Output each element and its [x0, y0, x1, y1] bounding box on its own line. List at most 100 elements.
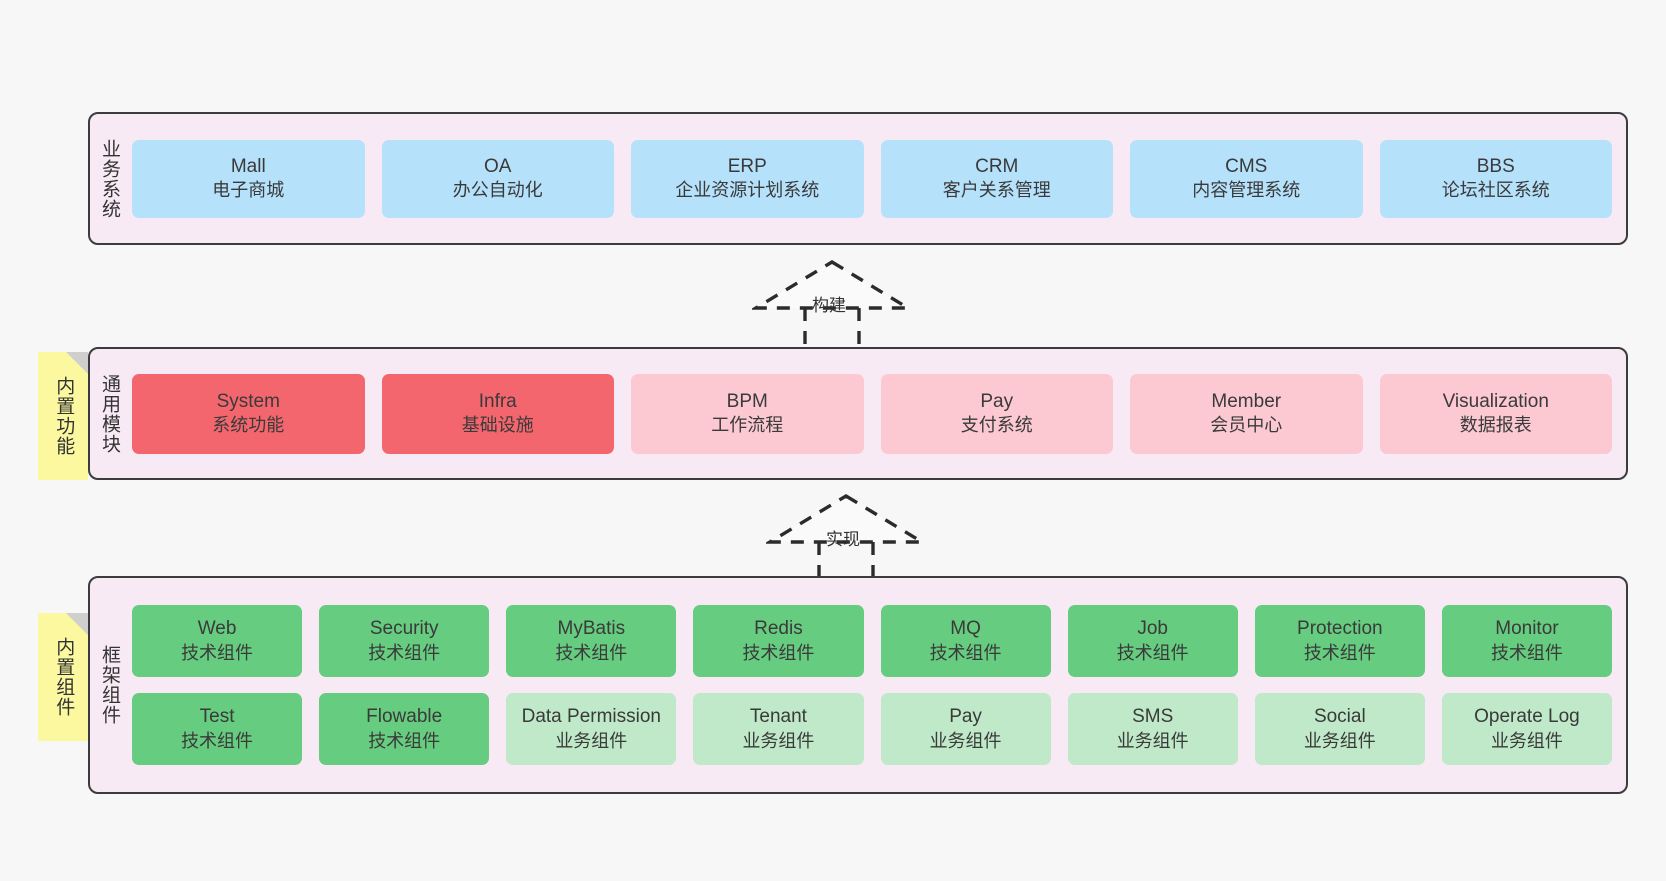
card-title-cn: 系统功能	[212, 415, 285, 436]
card-title-cn: 业务组件	[555, 730, 628, 751]
card-redis[interactable]: Redis 技术组件	[693, 605, 864, 677]
card-bpm[interactable]: BPM 工作流程	[631, 373, 864, 454]
card-title-cn: 业务组件	[929, 730, 1002, 751]
layer-common-module: 通用模块 System 系统功能 Infra 基础设施 BPM 工作流程 Pay	[88, 347, 1628, 480]
card-mall[interactable]: Mall 电子商城	[132, 139, 365, 218]
card-mq[interactable]: MQ 技术组件	[880, 605, 1051, 677]
card-row: Mall 电子商城 OA 办公自动化 ERP 企业资源计划系统 CRM 客户关系…	[132, 139, 1612, 218]
card-title-en: BPM	[726, 390, 768, 412]
connector-build-label: 构建	[812, 296, 846, 315]
card-monitor[interactable]: Monitor 技术组件	[1441, 605, 1612, 677]
card-title-en: ERP	[727, 155, 767, 177]
layer-title-common-module: 通用模块	[99, 373, 121, 454]
layer-body-business-system: Mall 电子商城 OA 办公自动化 ERP 企业资源计划系统 CRM 客户关系…	[128, 114, 1626, 243]
card-title-cn: 技术组件	[368, 730, 441, 751]
note-label: 内置功能	[53, 376, 75, 456]
card-title-en: Flowable	[366, 706, 443, 728]
note-label: 内置组件	[53, 637, 75, 717]
layer-framework-component: 框架组件 Web 技术组件 Security 技术组件 MyBatis 技术组件…	[88, 576, 1628, 794]
card-title-cn: 会员中心	[1210, 415, 1283, 436]
card-oa[interactable]: OA 办公自动化	[381, 139, 614, 218]
card-title-en: Job	[1137, 618, 1168, 640]
card-title-en: Web	[197, 618, 237, 640]
layer-title-framework-component: 框架组件	[99, 645, 121, 725]
card-title-en: Protection	[1297, 618, 1383, 640]
card-title-en: Test	[199, 706, 235, 728]
card-bbs[interactable]: BBS 论坛社区系统	[1379, 139, 1612, 218]
card-title-cn: 业务组件	[1490, 730, 1563, 751]
card-visualization[interactable]: Visualization 数据报表	[1379, 373, 1612, 454]
card-test[interactable]: Test 技术组件	[132, 693, 303, 765]
card-security[interactable]: Security 技术组件	[319, 605, 490, 677]
card-row: Test 技术组件 Flowable 技术组件 Data Permission …	[132, 693, 1612, 765]
card-title-cn: 技术组件	[555, 642, 628, 663]
card-title-en: Security	[369, 618, 439, 640]
card-row: Web 技术组件 Security 技术组件 MyBatis 技术组件 Redi…	[132, 605, 1612, 677]
card-title-cn: 企业资源计划系统	[675, 180, 820, 201]
layer-body-framework-component: Web 技术组件 Security 技术组件 MyBatis 技术组件 Redi…	[128, 578, 1626, 792]
card-title-en: Social	[1313, 706, 1366, 728]
card-title-cn: 支付系统	[960, 415, 1033, 436]
card-title-en: MyBatis	[557, 618, 626, 640]
card-title-cn: 技术组件	[1490, 642, 1563, 663]
card-operate-log[interactable]: Operate Log 业务组件	[1441, 693, 1612, 765]
card-data-permission[interactable]: Data Permission 业务组件	[506, 693, 677, 765]
card-title-cn: 业务组件	[1303, 730, 1376, 751]
card-title-cn: 技术组件	[181, 730, 254, 751]
card-title-cn: 内容管理系统	[1192, 180, 1301, 201]
card-title-cn: 技术组件	[929, 642, 1002, 663]
card-title-en: BBS	[1476, 155, 1515, 177]
card-title-cn: 办公自动化	[452, 180, 543, 201]
card-sms[interactable]: SMS 业务组件	[1067, 693, 1238, 765]
card-title-cn: 技术组件	[181, 642, 254, 663]
card-member[interactable]: Member 会员中心	[1130, 373, 1363, 454]
card-pay-component[interactable]: Pay 业务组件	[880, 693, 1051, 765]
card-cms[interactable]: CMS 内容管理系统	[1130, 139, 1363, 218]
card-title-cn: 电子商城	[212, 180, 285, 201]
card-title-cn: 基础设施	[461, 415, 534, 436]
card-infra[interactable]: Infra 基础设施	[381, 373, 614, 454]
note-builtin-component: 内置组件	[38, 613, 88, 741]
layer-body-common-module: System 系统功能 Infra 基础设施 BPM 工作流程 Pay 支付系统…	[128, 349, 1626, 478]
card-crm[interactable]: CRM 客户关系管理	[880, 139, 1113, 218]
card-title-cn: 业务组件	[742, 730, 815, 751]
card-title-cn: 工作流程	[711, 415, 784, 436]
card-pay-module[interactable]: Pay 支付系统	[880, 373, 1113, 454]
card-title-en: CRM	[975, 155, 1019, 177]
card-flowable[interactable]: Flowable 技术组件	[319, 693, 490, 765]
card-title-cn: 业务组件	[1116, 730, 1189, 751]
card-title-en: System	[216, 390, 280, 412]
card-title-cn: 技术组件	[1303, 642, 1376, 663]
card-title-en: Mall	[230, 155, 266, 177]
card-title-en: Operate Log	[1474, 706, 1580, 728]
card-title-en: MQ	[950, 618, 981, 640]
card-title-en: CMS	[1225, 155, 1268, 177]
card-job[interactable]: Job 技术组件	[1067, 605, 1238, 677]
card-title-en: Pay	[949, 706, 982, 728]
card-title-cn: 技术组件	[742, 642, 815, 663]
card-title-en: Redis	[754, 618, 803, 640]
card-system[interactable]: System 系统功能	[132, 373, 365, 454]
card-title-en: OA	[484, 155, 512, 177]
card-title-cn: 技术组件	[1116, 642, 1189, 663]
card-title-en: Infra	[478, 390, 517, 412]
connector-implement-label: 实现	[826, 530, 860, 549]
card-title-cn: 数据报表	[1459, 415, 1532, 436]
card-title-cn: 技术组件	[368, 642, 441, 663]
card-title-en: Monitor	[1495, 618, 1559, 640]
note-builtin-function: 内置功能	[38, 352, 88, 480]
card-row: System 系统功能 Infra 基础设施 BPM 工作流程 Pay 支付系统…	[132, 373, 1612, 454]
card-web[interactable]: Web 技术组件	[132, 605, 303, 677]
card-social[interactable]: Social 业务组件	[1254, 693, 1425, 765]
card-tenant[interactable]: Tenant 业务组件	[693, 693, 864, 765]
card-erp[interactable]: ERP 企业资源计划系统	[631, 139, 864, 218]
card-title-en: Tenant	[749, 706, 807, 728]
card-mybatis[interactable]: MyBatis 技术组件	[506, 605, 677, 677]
card-protection[interactable]: Protection 技术组件	[1254, 605, 1425, 677]
layer-title-business-system: 业务系统	[99, 138, 121, 219]
layer-business-system: 业务系统 Mall 电子商城 OA 办公自动化 ERP 企业资源计划系统 CRM	[88, 112, 1628, 245]
card-title-en: SMS	[1132, 706, 1174, 728]
card-title-en: Visualization	[1442, 390, 1549, 412]
card-title-en: Member	[1211, 390, 1282, 412]
